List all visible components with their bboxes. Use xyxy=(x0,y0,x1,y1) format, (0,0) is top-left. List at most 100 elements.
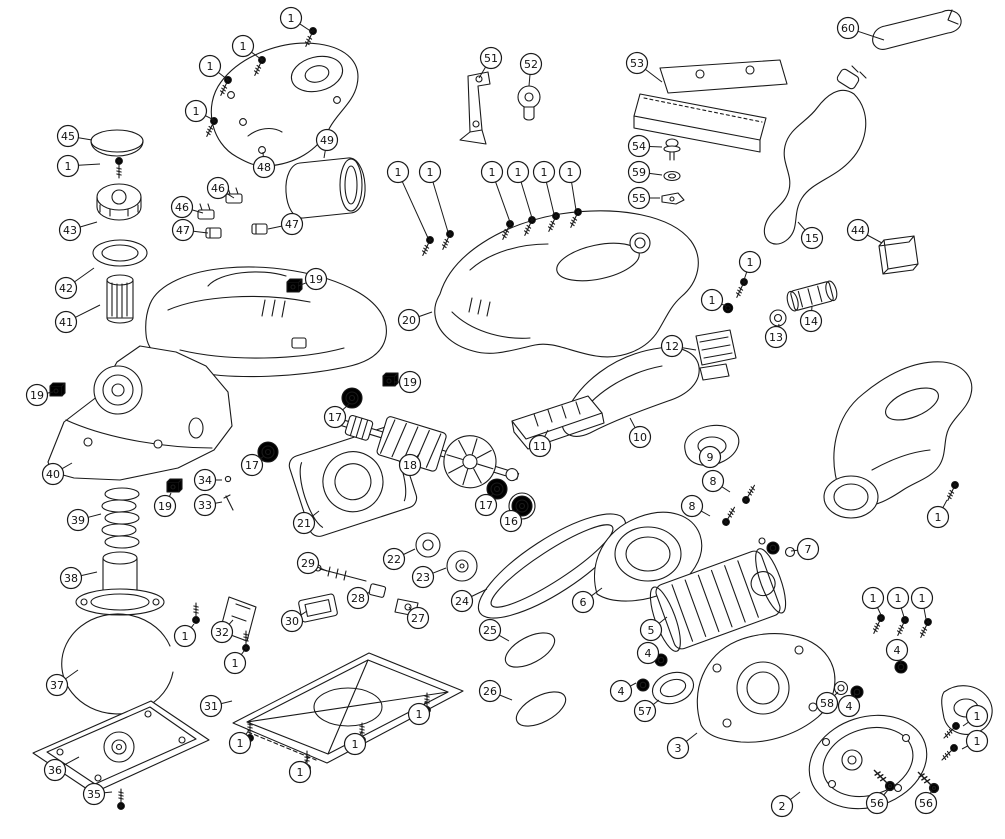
svg-text:38: 38 xyxy=(64,572,78,585)
callout-balloon-1: 1 xyxy=(173,624,197,648)
part-main-cover xyxy=(145,266,387,378)
svg-text:60: 60 xyxy=(841,22,855,35)
part-washer-59 xyxy=(663,170,681,182)
svg-text:1: 1 xyxy=(352,738,359,751)
svg-text:1: 1 xyxy=(395,166,402,179)
svg-text:46: 46 xyxy=(175,201,189,214)
svg-text:1: 1 xyxy=(567,166,574,179)
svg-text:29: 29 xyxy=(301,557,315,570)
callout-leader-line xyxy=(217,72,229,81)
svg-text:45: 45 xyxy=(61,130,75,143)
part-pin-34 xyxy=(224,475,232,483)
svg-text:12: 12 xyxy=(665,340,679,353)
svg-text:17: 17 xyxy=(245,459,259,472)
svg-text:27: 27 xyxy=(411,612,425,625)
part-frame-30 xyxy=(298,593,338,623)
callout-balloon-1: 1 xyxy=(223,651,247,675)
callout-leader-line xyxy=(545,182,555,215)
callout-balloon-1: 1 xyxy=(886,586,910,610)
callout-leader-line xyxy=(883,789,889,796)
callout-leader-line xyxy=(658,616,668,624)
part-power-cord xyxy=(763,65,867,245)
svg-text:15: 15 xyxy=(805,232,819,245)
callout-balloon-24: 24 xyxy=(450,589,474,613)
callout-balloon-4: 4 xyxy=(636,641,660,665)
callout-balloon-22: 22 xyxy=(382,547,406,571)
callout-balloon-51: 51 xyxy=(479,46,503,70)
svg-text:16: 16 xyxy=(504,515,518,528)
callout-leader-line xyxy=(297,282,307,287)
callout-leader-line xyxy=(630,682,637,687)
callout-balloon-56: 56 xyxy=(914,791,938,815)
svg-text:1: 1 xyxy=(541,166,548,179)
callout-balloon-27: 27 xyxy=(406,606,430,630)
callout-leader-line xyxy=(81,571,98,577)
svg-text:1: 1 xyxy=(974,710,981,723)
callout-balloon-59: 59 xyxy=(627,160,651,184)
callout-leader-line xyxy=(221,700,233,705)
svg-text:48: 48 xyxy=(257,161,271,174)
callout-leader-line xyxy=(193,230,209,234)
part-bolt-54 xyxy=(663,138,681,161)
svg-text:1: 1 xyxy=(416,708,423,721)
part-bracket-51 xyxy=(459,71,491,145)
svg-text:1: 1 xyxy=(427,166,434,179)
callout-leader-line xyxy=(245,729,250,735)
part-pin-33 xyxy=(223,494,234,511)
callout-leader-line xyxy=(649,146,663,148)
callout-leader-line xyxy=(629,417,636,428)
callout-balloon-6: 6 xyxy=(571,590,595,614)
callout-balloon-1: 1 xyxy=(700,288,724,312)
svg-text:19: 19 xyxy=(158,500,172,513)
part-fence-53 xyxy=(633,59,788,153)
callout-leader-line xyxy=(685,732,698,742)
part-pulley-23 xyxy=(446,550,478,582)
callout-balloon-32: 32 xyxy=(210,620,234,644)
callout-leader-line xyxy=(74,267,95,283)
callout-balloon-1: 1 xyxy=(965,729,989,753)
svg-text:53: 53 xyxy=(630,57,644,70)
svg-text:1: 1 xyxy=(65,160,72,173)
callout-leader-line xyxy=(797,221,806,231)
part-cone-9 xyxy=(684,424,740,467)
callout-balloon-19: 19 xyxy=(398,370,422,394)
callout-leader-line xyxy=(78,137,93,141)
callout-balloon-46: 46 xyxy=(170,195,194,219)
svg-text:1: 1 xyxy=(709,294,716,307)
callout-balloon-9: 9 xyxy=(698,445,722,469)
callout-leader-line xyxy=(789,791,801,800)
callout-leader-line xyxy=(359,730,363,736)
callout-leader-line xyxy=(942,499,948,508)
callout-balloon-5: 5 xyxy=(639,618,663,642)
part-terminal-47b xyxy=(251,223,268,235)
part-terminal-47a xyxy=(205,227,222,239)
callout-balloon-58: 58 xyxy=(815,691,839,715)
part-clamp-19d xyxy=(166,478,183,493)
part-screw-35 xyxy=(117,788,125,810)
callout-balloon-8: 8 xyxy=(701,469,725,493)
callout-leader-line xyxy=(471,588,488,597)
svg-text:1: 1 xyxy=(489,166,496,179)
callout-leader-line xyxy=(317,566,328,572)
callout-leader-line xyxy=(191,209,204,214)
svg-text:43: 43 xyxy=(63,224,77,237)
svg-text:1: 1 xyxy=(207,60,214,73)
callout-balloon-16: 16 xyxy=(499,509,523,533)
callout-leader-line xyxy=(857,30,885,41)
svg-text:22: 22 xyxy=(387,553,401,566)
callout-balloon-40: 40 xyxy=(41,462,65,486)
svg-text:4: 4 xyxy=(846,700,853,713)
svg-text:23: 23 xyxy=(416,571,430,584)
callout-balloon-18: 18 xyxy=(398,453,422,477)
callout-leader-line xyxy=(834,691,839,696)
callout-balloon-7: 7 xyxy=(796,537,820,561)
svg-text:44: 44 xyxy=(851,224,865,237)
callout-balloon-1: 1 xyxy=(861,586,885,610)
part-wedge-11 xyxy=(511,395,605,450)
callout-balloon-30: 30 xyxy=(280,609,304,633)
svg-text:7: 7 xyxy=(805,543,812,556)
callout-balloon-17: 17 xyxy=(474,493,498,517)
callout-balloon-31: 31 xyxy=(199,694,223,718)
callout-balloon-19: 19 xyxy=(25,383,49,407)
svg-text:1: 1 xyxy=(297,766,304,779)
